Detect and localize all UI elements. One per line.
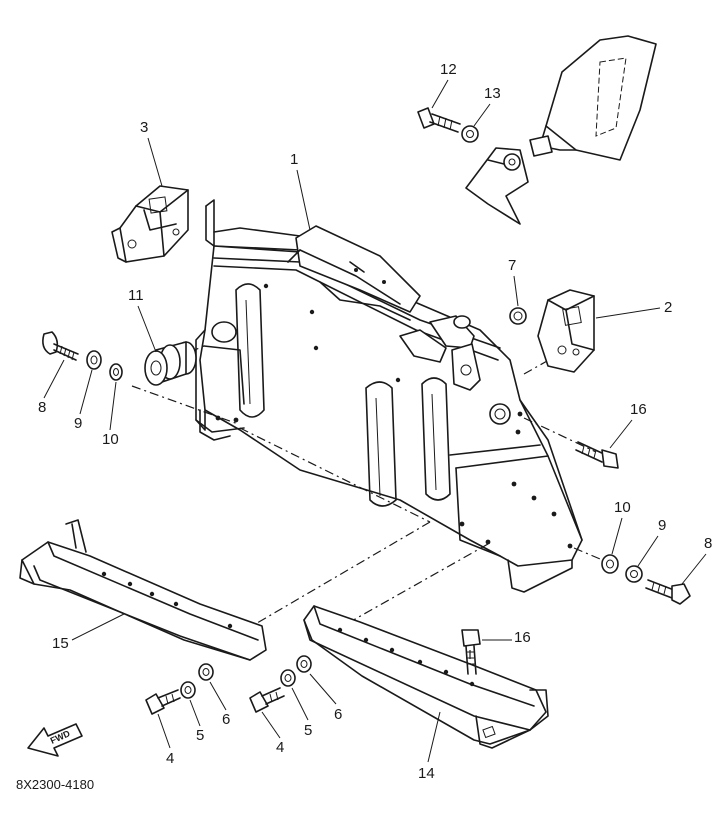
callout-1: 1 — [290, 151, 298, 168]
callout-6-left: 6 — [222, 711, 230, 728]
forward-direction-arrow-icon: FWD — [27, 723, 83, 757]
right-bolt-part-16 — [575, 441, 619, 469]
callout-15: 15 — [52, 635, 69, 652]
callout-9-right: 9 — [658, 517, 666, 534]
callout-14: 14 — [418, 765, 435, 782]
callout-16-lower: 16 — [514, 629, 531, 646]
left-washer-part-10 — [109, 363, 123, 381]
callout-11: 11 — [128, 287, 144, 304]
callout-4-left: 4 — [166, 750, 174, 767]
callout-8-right: 8 — [704, 535, 712, 552]
lower-right-washer-part-5 — [280, 669, 296, 687]
left-washer-part-9 — [86, 350, 102, 370]
main-bracket-part-1 — [195, 199, 583, 593]
rail-part-15 — [19, 519, 267, 661]
callout-2: 2 — [664, 299, 672, 316]
bolt-part-12 — [417, 107, 461, 133]
callout-7: 7 — [508, 257, 516, 274]
right-washer-part-10 — [601, 554, 619, 574]
washer-part-13 — [461, 125, 479, 143]
mount-bracket-part-2 — [537, 289, 595, 373]
callout-16-right: 16 — [630, 401, 647, 418]
lower-left-washer-part-5 — [180, 681, 196, 699]
lower-right-washer-part-6 — [296, 655, 312, 673]
callout-5-left: 5 — [196, 727, 204, 744]
right-washer-part-9 — [625, 565, 643, 583]
callout-labels: 1 2 3 4 4 5 5 6 6 7 8 8 9 — [38, 61, 712, 782]
callout-8-left: 8 — [38, 399, 46, 416]
callout-3: 3 — [140, 119, 148, 136]
rail-part-14 — [303, 605, 549, 749]
callout-12: 12 — [440, 61, 457, 78]
lower-left-washer-part-6 — [198, 663, 214, 681]
lower-bolt-part-16 — [461, 629, 481, 675]
document-id: 8X2300-4180 — [16, 777, 94, 792]
callout-5-right: 5 — [304, 722, 312, 739]
lower-left-bolt-part-4 — [145, 689, 181, 715]
nut-part-7 — [509, 307, 527, 325]
callout-6-right: 6 — [334, 706, 342, 723]
callout-10-left: 10 — [102, 431, 119, 448]
rubber-mount-part-11 — [144, 341, 197, 386]
callout-13: 13 — [484, 85, 501, 102]
callout-4-right: 4 — [276, 739, 284, 756]
mount-bracket-part-3 — [111, 185, 189, 263]
left-bolt-part-8 — [42, 331, 79, 361]
handle-assembly — [465, 35, 657, 225]
right-bolt-part-8 — [645, 579, 691, 605]
callout-9-left: 9 — [74, 415, 82, 432]
lower-right-bolt-part-4 — [249, 687, 285, 713]
callout-10-right: 10 — [614, 499, 631, 516]
